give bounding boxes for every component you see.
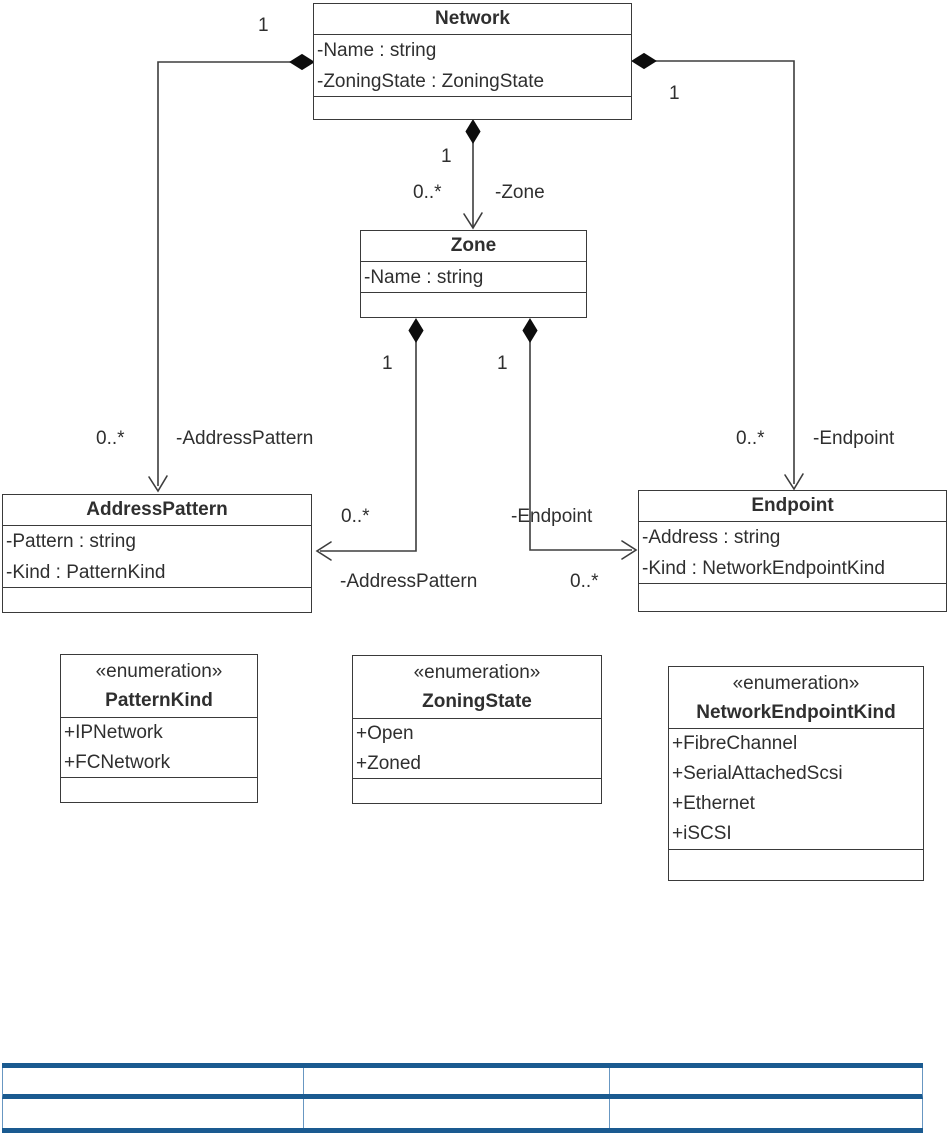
enum-pattern-kind-literals: +IPNetwork +FCNetwork: [61, 717, 257, 777]
enum-network-endpoint-kind: «enumeration» NetworkEndpointKind +Fibre…: [668, 666, 924, 881]
enum-stereotype: «enumeration»: [413, 662, 541, 683]
enum-literal: +Ethernet: [672, 793, 755, 814]
class-address-pattern-operations: [3, 587, 311, 611]
enum-zoning-state-empty: [353, 778, 601, 802]
table-cell: [304, 1099, 610, 1128]
class-network-name: Network: [435, 8, 510, 29]
composition-diamond-icon: [289, 53, 315, 71]
class-address-pattern-name: AddressPattern: [86, 499, 228, 520]
class-endpoint: Endpoint -Address : string -Kind : Netwo…: [638, 490, 947, 612]
association-zone-address-pattern: [315, 318, 424, 561]
enum-literal: +IPNetwork: [64, 722, 163, 743]
attribute: -Kind : NetworkEndpointKind: [642, 558, 885, 579]
class-address-pattern-attributes: -Pattern : string -Kind : PatternKind: [3, 525, 311, 587]
enum-literal: +Zoned: [356, 753, 421, 774]
table-cell: [610, 1068, 922, 1094]
class-network: Network -Name : string -ZoningState : Zo…: [313, 3, 632, 120]
table-cell: [304, 1068, 610, 1094]
enum-network-endpoint-kind-empty: [669, 849, 923, 880]
enum-literal: +FCNetwork: [64, 752, 171, 773]
table-row: [2, 1068, 923, 1099]
association-network-endpoint: [631, 52, 804, 491]
composition-diamond-icon: [465, 119, 481, 144]
enum-zoning-state-literals: +Open +Zoned: [353, 718, 601, 778]
class-address-pattern: AddressPattern -Pattern : string -Kind :…: [2, 494, 312, 613]
attribute: -Name : string: [364, 267, 484, 288]
multiplicity-label: 0..*: [413, 182, 442, 203]
attribute: -Address : string: [642, 527, 781, 548]
enum-pattern-kind-name: PatternKind: [105, 690, 213, 711]
multiplicity-label: 1: [258, 15, 269, 36]
enum-network-endpoint-kind-literals: +FibreChannel +SerialAttachedScsi +Ether…: [669, 728, 923, 849]
attribute: -ZoningState : ZoningState: [317, 71, 545, 92]
enum-stereotype: «enumeration»: [95, 661, 223, 682]
composition-diamond-icon: [522, 318, 538, 343]
enum-literal: +SerialAttachedScsi: [672, 763, 843, 784]
composition-diamond-icon: [631, 52, 657, 70]
enum-literal: +FibreChannel: [672, 733, 798, 754]
multiplicity-label: 0..*: [570, 571, 599, 592]
class-network-operations: [314, 96, 631, 119]
table-cell: [3, 1099, 304, 1128]
class-endpoint-operations: [639, 583, 946, 610]
composition-diamond-icon: [408, 318, 424, 343]
class-network-attributes: -Name : string -ZoningState : ZoningStat…: [314, 34, 631, 96]
enum-literal: +Open: [356, 723, 414, 744]
class-zone: Zone -Name : string: [360, 230, 587, 318]
association-network-zone: [463, 119, 483, 230]
enum-pattern-kind-header: «enumeration» PatternKind: [61, 655, 257, 717]
open-arrowhead-icon: [463, 212, 483, 230]
role-label: -AddressPattern: [176, 428, 314, 449]
role-label: -Zone: [495, 182, 545, 203]
role-label: -AddressPattern: [340, 571, 478, 592]
table-row: [2, 1099, 923, 1128]
multiplicity-label: 0..*: [736, 428, 765, 449]
attribute: -Kind : PatternKind: [6, 562, 166, 583]
multiplicity-label: 1: [382, 353, 393, 374]
enum-zoning-state: «enumeration» ZoningState +Open +Zoned: [352, 655, 602, 804]
open-arrowhead-icon: [148, 475, 168, 493]
class-zone-operations: [361, 292, 586, 317]
association-zone-endpoint: [522, 318, 638, 560]
enum-network-endpoint-kind-header: «enumeration» NetworkEndpointKind: [669, 667, 923, 728]
enum-zoning-state-header: «enumeration» ZoningState: [353, 656, 601, 718]
enum-zoning-state-name: ZoningState: [422, 691, 532, 712]
association-network-address-pattern: [148, 53, 315, 493]
open-arrowhead-icon: [784, 473, 804, 491]
multiplicity-label: 1: [497, 353, 508, 374]
open-arrowhead-icon: [621, 540, 638, 560]
attribute: -Pattern : string: [6, 531, 136, 552]
enum-literal: +iSCSI: [672, 823, 732, 844]
enum-stereotype: «enumeration»: [732, 673, 860, 694]
bottom-table: [2, 1063, 923, 1133]
enum-pattern-kind-empty: [61, 777, 257, 801]
class-endpoint-name: Endpoint: [751, 495, 834, 516]
class-zone-attributes: -Name : string: [361, 261, 586, 292]
multiplicity-label: 1: [669, 83, 680, 104]
class-zone-name: Zone: [450, 235, 497, 256]
multiplicity-label: 1: [441, 146, 452, 167]
role-label: -Endpoint: [813, 428, 895, 449]
multiplicity-label: 0..*: [341, 506, 370, 527]
open-arrowhead-icon: [315, 541, 332, 561]
multiplicity-label: 0..*: [96, 428, 125, 449]
table-cell: [610, 1099, 922, 1128]
role-label: -Endpoint: [511, 506, 593, 527]
class-endpoint-attributes: -Address : string -Kind : NetworkEndpoin…: [639, 521, 946, 583]
enum-network-endpoint-kind-name: NetworkEndpointKind: [696, 702, 896, 723]
attribute: -Name : string: [317, 40, 437, 61]
table-cell: [3, 1068, 304, 1094]
enum-pattern-kind: «enumeration» PatternKind +IPNetwork +FC…: [60, 654, 258, 803]
